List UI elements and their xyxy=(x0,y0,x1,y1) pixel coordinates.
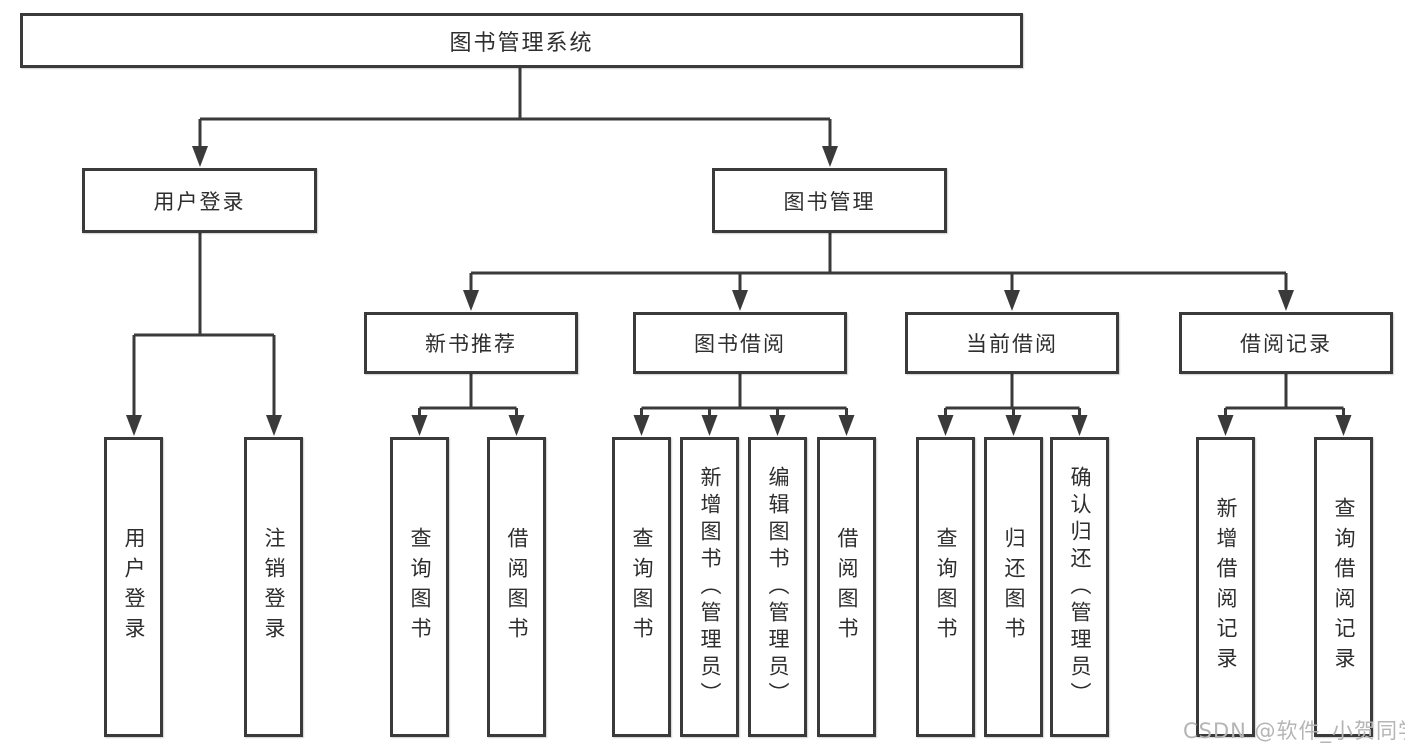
connector-current-borrowing xyxy=(937,374,1088,436)
arrow-down-icon xyxy=(1005,415,1022,436)
leaf-user-login: 用户登录 xyxy=(104,437,163,737)
leaf-add-borrow-record: 新增借阅记录 xyxy=(1196,437,1255,737)
connector-new-book-recommendation xyxy=(411,374,525,436)
leaf-edit-books-admin: 编辑图书（管理员） xyxy=(748,437,807,737)
arrow-down-icon xyxy=(732,290,748,311)
arrow-down-icon xyxy=(1335,415,1352,436)
arrow-down-icon xyxy=(701,415,718,436)
connector-user-login xyxy=(126,233,282,436)
arrow-down-icon xyxy=(937,415,954,436)
arrow-down-icon xyxy=(508,415,525,436)
node-library-management-system: 图书管理系统 xyxy=(20,13,1023,68)
node-borrowing-records: 借阅记录 xyxy=(1179,312,1393,374)
leaf-query-books-borrowing: 查询图书 xyxy=(612,437,671,737)
leaf-query-borrow-record: 查询借阅记录 xyxy=(1314,437,1373,737)
arrow-down-icon xyxy=(192,146,208,167)
leaf-query-books-current: 查询图书 xyxy=(916,437,975,737)
node-label: 用户登录 xyxy=(153,189,246,214)
arrow-down-icon xyxy=(463,290,479,311)
node-current-borrowing: 当前借阅 xyxy=(905,312,1119,374)
node-label: 图书管理系统 xyxy=(449,30,594,56)
arrow-down-icon xyxy=(266,415,282,436)
leaf-add-books-admin: 新增图书（管理员） xyxy=(680,437,739,737)
arrow-down-icon xyxy=(769,415,786,436)
csdn-watermark: CSDN @软件_小贺同学 xyxy=(1183,719,1405,743)
node-label: 当前借阅 xyxy=(966,332,1058,356)
connector-borrowing-records xyxy=(1217,374,1352,436)
node-book-management: 图书管理 xyxy=(712,168,947,233)
arrow-down-icon xyxy=(411,415,428,436)
leaf-return-books: 归还图书 xyxy=(984,437,1043,737)
node-book-borrowing: 图书借阅 xyxy=(633,312,847,374)
arrow-down-icon xyxy=(822,146,838,167)
leaf-borrow-books-recommend: 借阅图书 xyxy=(487,437,546,737)
arrow-down-icon xyxy=(838,415,855,436)
leaf-confirm-return-admin: 确认归还（管理员） xyxy=(1050,437,1109,737)
node-label: 借阅记录 xyxy=(1240,332,1332,356)
node-user-login: 用户登录 xyxy=(82,168,317,233)
arrow-down-icon xyxy=(1004,290,1020,311)
node-new-book-recommendation: 新书推荐 xyxy=(364,312,578,374)
arrow-down-icon xyxy=(1217,415,1234,436)
connector-book-management xyxy=(463,233,1294,311)
node-label: 图书管理 xyxy=(783,189,876,214)
leaf-logout: 注销登录 xyxy=(244,437,303,737)
leaf-query-books-recommend: 查询图书 xyxy=(390,437,449,737)
node-label: 图书借阅 xyxy=(694,332,786,356)
node-label: 新书推荐 xyxy=(425,332,517,356)
arrow-down-icon xyxy=(1071,415,1088,436)
leaf-borrow-books: 借阅图书 xyxy=(817,437,876,737)
arrow-down-icon xyxy=(1278,290,1294,311)
connector-root xyxy=(192,68,838,167)
connector-book-borrowing xyxy=(633,374,855,436)
arrow-down-icon xyxy=(633,415,650,436)
arrow-down-icon xyxy=(126,415,142,436)
